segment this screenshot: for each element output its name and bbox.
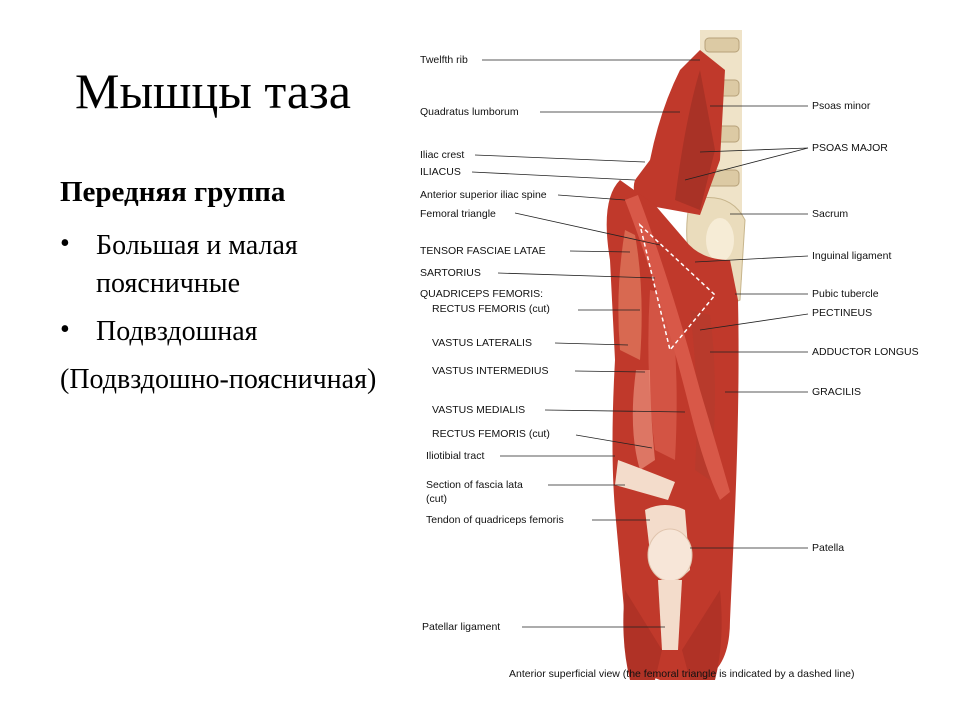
figure-caption: Anterior superficial view (the femoral t…: [509, 668, 855, 680]
bullet-icon: •: [60, 314, 70, 345]
label-pubic-tubercle: Pubic tubercle: [812, 288, 879, 300]
label-sacrum: Sacrum: [812, 208, 849, 220]
label-sartorius: SARTORIUS: [420, 267, 481, 279]
label-psoas-minor: Psoas minor: [812, 100, 871, 112]
text-block: Передняя группа • Большая и малая поясни…: [60, 176, 390, 399]
bullet-item: • Подвздошная: [60, 313, 390, 351]
paren-text: (Подвздошно-поясничная): [60, 364, 377, 395]
bullet-text: Большая и малая поясничные: [96, 230, 298, 299]
label-section-of-fascia-lata: Section of fascia lata: [426, 479, 523, 491]
label-tendon-of-quadriceps-femoris: Tendon of quadriceps femoris: [426, 514, 564, 526]
label-iliac-crest: Iliac crest: [420, 149, 465, 161]
label-iliotibial-tract: Iliotibial tract: [426, 450, 485, 462]
label-anterior-superior-iliac-spine: Anterior superior iliac spine: [420, 189, 547, 201]
label-adductor-longus: ADDUCTOR LONGUS: [812, 346, 919, 358]
label-rectus-femoris-cut: RECTUS FEMORIS (cut): [432, 303, 550, 315]
label-tensor-fasciae-latae: TENSOR FASCIAE LATAE: [420, 245, 546, 257]
bullet-icon: •: [60, 228, 70, 259]
label-fascia-lata-cut: (cut): [426, 493, 447, 505]
label-gracilis: GRACILIS: [812, 386, 862, 398]
label-femoral-triangle: Femoral triangle: [420, 208, 496, 220]
label-twelfth-rib: Twelfth rib: [420, 54, 468, 66]
label-rectus-femoris-cut-lower: RECTUS FEMORIS (cut): [432, 428, 550, 440]
label-patellar-ligament: Patellar ligament: [422, 621, 501, 633]
label-quadriceps-femoris: QUADRICEPS FEMORIS:: [420, 288, 544, 300]
label-vastus-lateralis: VASTUS LATERALIS: [432, 337, 532, 349]
anatomy-figure: Twelfth rib Quadratus lumborum Iliac cre…: [400, 30, 940, 690]
slide-title: Мышцы таза: [75, 63, 352, 119]
label-pectineus: PECTINEUS: [812, 307, 873, 319]
label-vastus-medialis: VASTUS MEDIALIS: [432, 404, 526, 416]
bullet-item: • Большая и малая поясничные: [60, 227, 390, 303]
subheading: Передняя группа: [60, 176, 286, 208]
bullet-text: Подвздошная: [96, 316, 258, 347]
label-vastus-intermedius: VASTUS INTERMEDIUS: [432, 365, 549, 377]
label-quadratus-lumborum: Quadratus lumborum: [420, 106, 519, 118]
bullet-list: • Большая и малая поясничные • Подвздошн…: [60, 227, 390, 351]
left-leader-lines: [471, 59, 700, 628]
label-patella: Patella: [812, 542, 845, 554]
label-inguinal-ligament: Inguinal ligament: [812, 250, 892, 262]
label-iliacus: ILIACUS: [420, 166, 461, 178]
right-leader-lines: [684, 105, 809, 549]
label-psoas-major: PSOAS MAJOR: [812, 142, 888, 154]
thigh-muscles-anatomy-illustration: [471, 30, 809, 680]
